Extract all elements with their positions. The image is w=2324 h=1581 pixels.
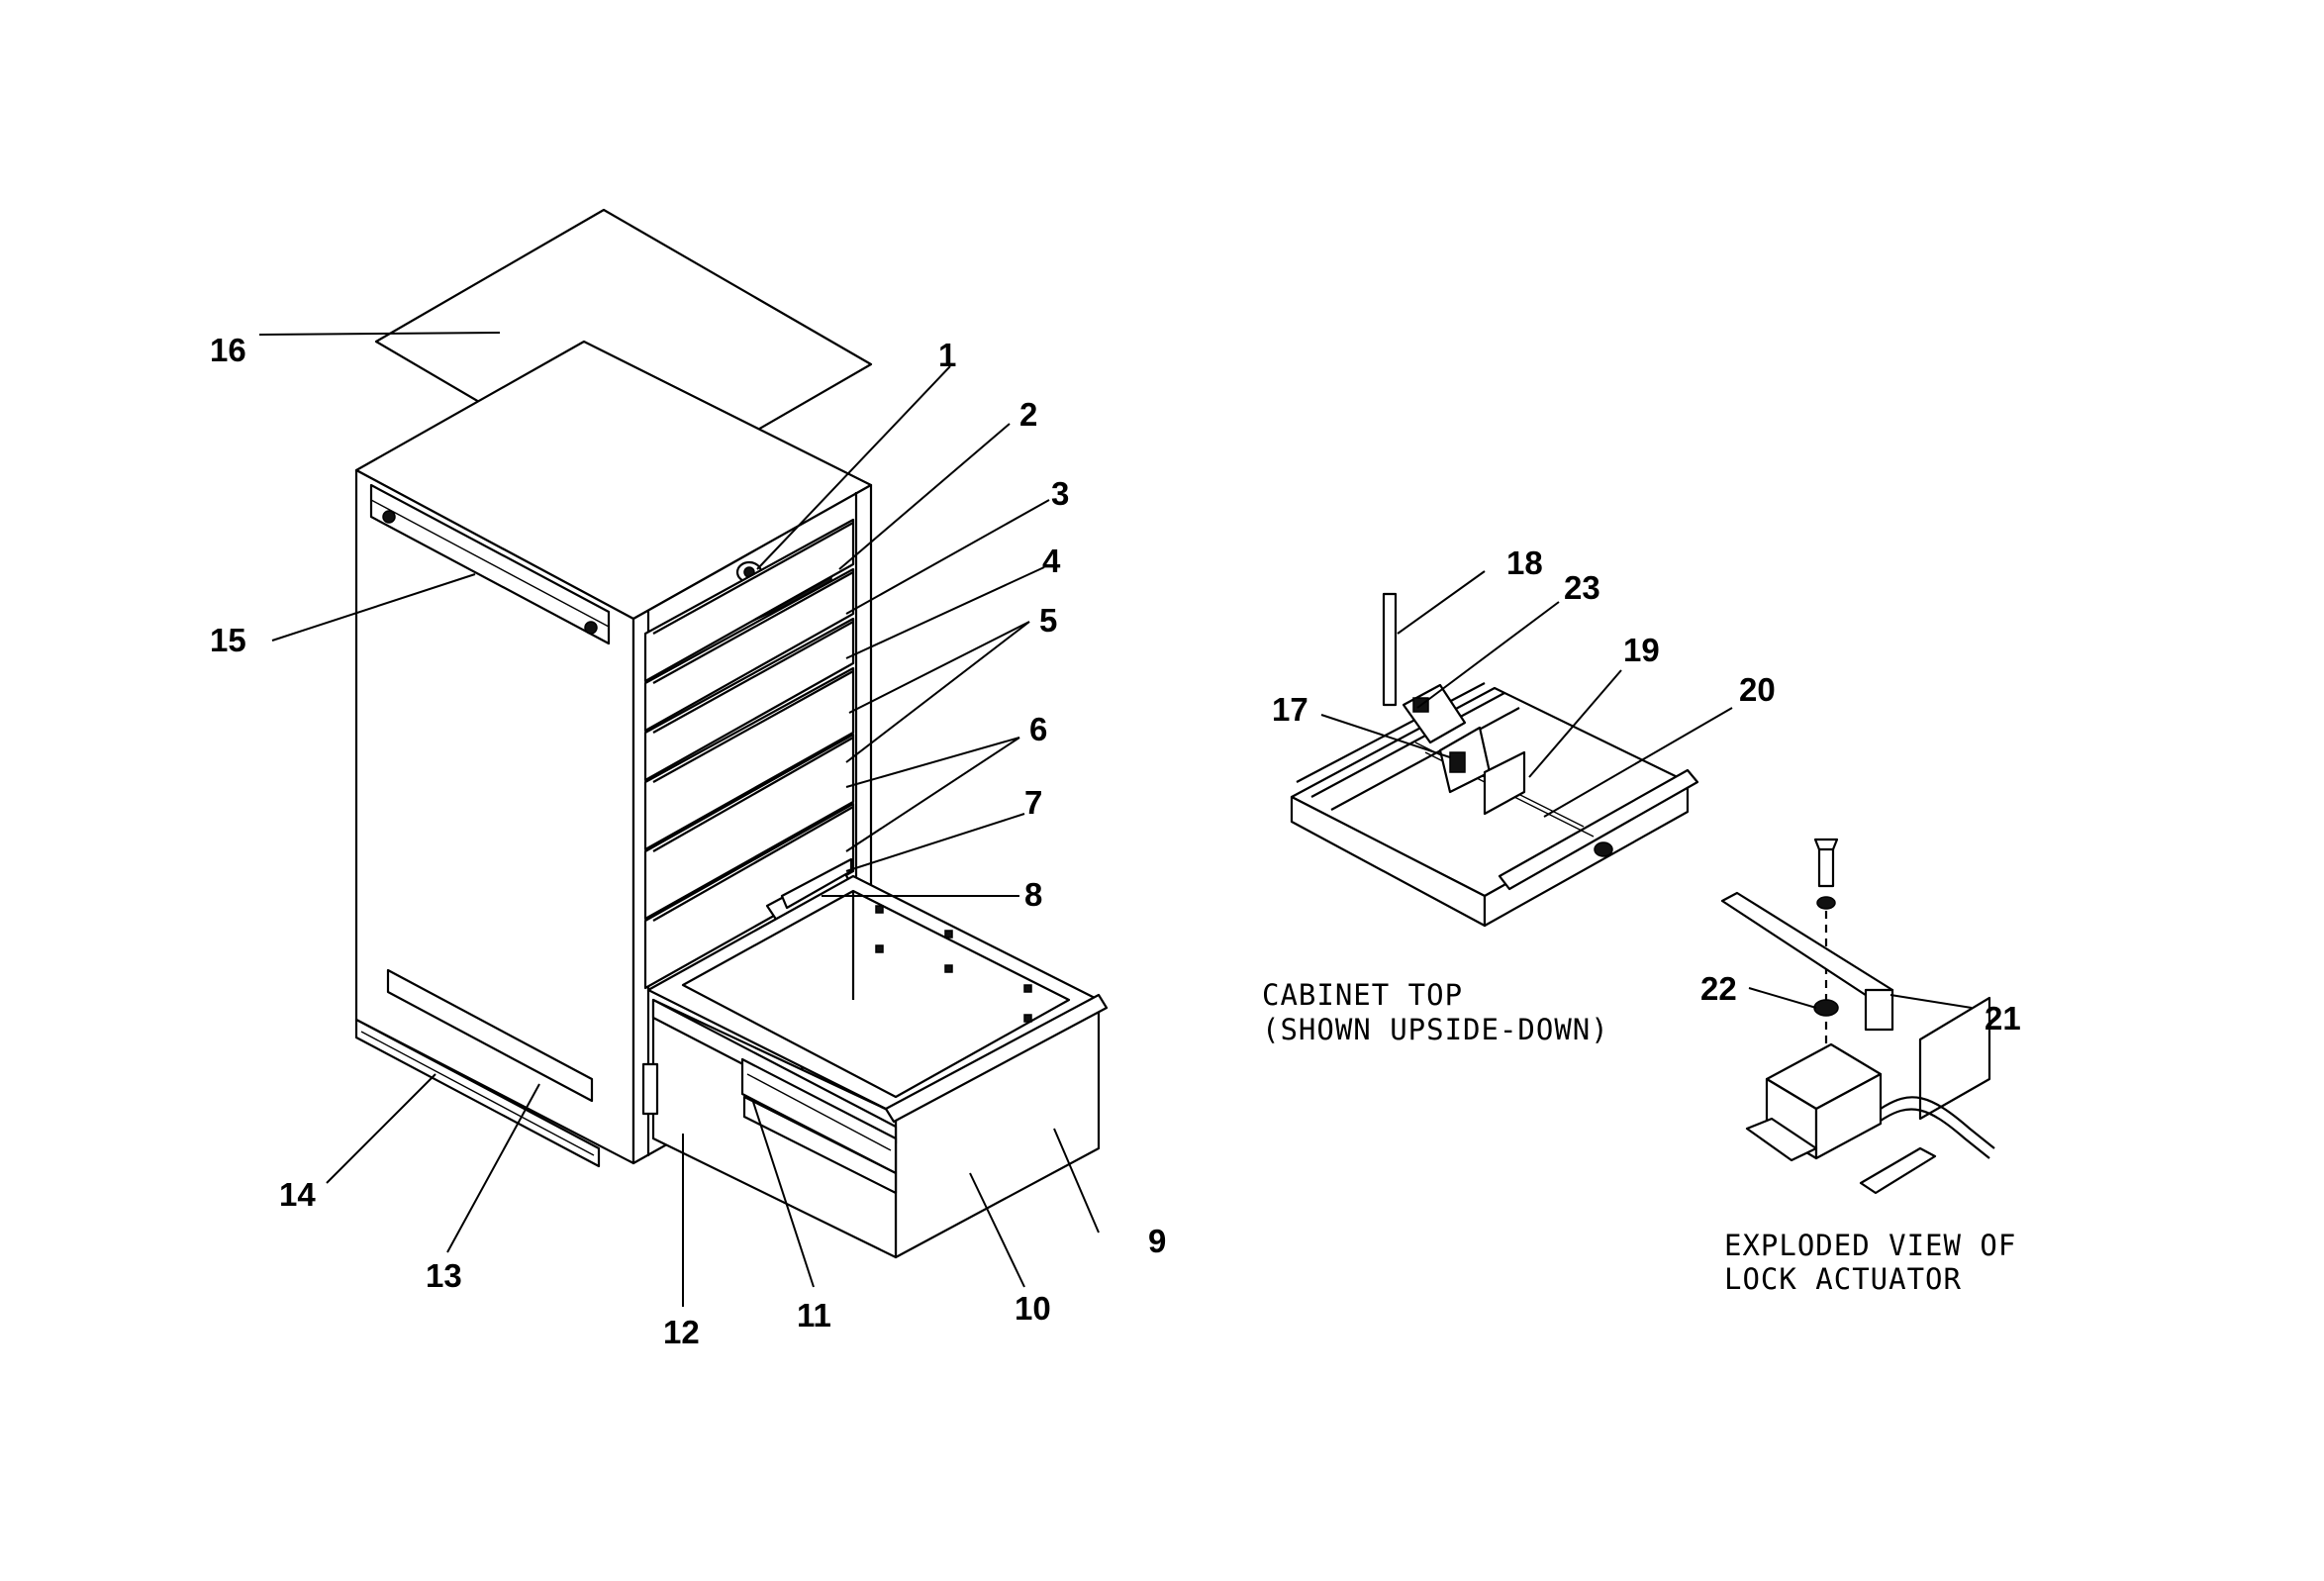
callout-18: 18 [1506, 544, 1543, 581]
callout-6: 6 [1029, 711, 1047, 747]
callout-16: 16 [210, 332, 246, 368]
callout-5: 5 [1039, 602, 1057, 639]
lever-arm [1720, 891, 1894, 1007]
cabinet-top-upside-down [1290, 592, 1699, 928]
leader-lines [258, 332, 1973, 1307]
callout-4: 4 [1042, 543, 1061, 579]
callout-22: 22 [1700, 970, 1737, 1007]
callout-7: 7 [1024, 784, 1042, 821]
lock-actuator [1720, 838, 1995, 1195]
callout-14: 14 [279, 1176, 316, 1213]
callout-17: 17 [1272, 691, 1308, 728]
lower-handle [386, 968, 594, 1103]
top-handle [369, 483, 611, 645]
callout-3: 3 [1051, 475, 1069, 512]
caption-lock-actuator: EXPLODED VIEW OF [1724, 1229, 2016, 1262]
cabinet-assembly [354, 208, 1109, 1259]
callout-23: 23 [1564, 569, 1600, 606]
callout-12: 12 [663, 1314, 700, 1350]
callout-19: 19 [1623, 632, 1660, 668]
caption-lock-actuator-2: LOCK ACTUATOR [1724, 1262, 1962, 1296]
caption-cabinet-top: CABINET TOP [1262, 978, 1463, 1012]
caption-cabinet-top-note: (SHOWN UPSIDE-DOWN) [1262, 1013, 1609, 1046]
callout-15: 15 [210, 622, 246, 658]
callout-10: 10 [1015, 1290, 1051, 1327]
callout-8: 8 [1024, 876, 1042, 913]
lock-rod [1382, 592, 1398, 707]
callout-labels: 16 1 2 3 4 5 6 7 8 9 10 11 12 13 14 15 1… [210, 332, 2021, 1350]
callout-9: 9 [1148, 1223, 1166, 1259]
drawer-fronts [643, 518, 855, 990]
callout-11: 11 [797, 1297, 831, 1334]
callout-21: 21 [1985, 1000, 2021, 1037]
captions: CABINET TOP (SHOWN UPSIDE-DOWN) EXPLODED… [1262, 978, 2016, 1296]
callout-20: 20 [1739, 671, 1776, 708]
callout-2: 2 [1019, 396, 1037, 433]
callout-13: 13 [426, 1257, 462, 1294]
callout-1: 1 [938, 337, 956, 373]
